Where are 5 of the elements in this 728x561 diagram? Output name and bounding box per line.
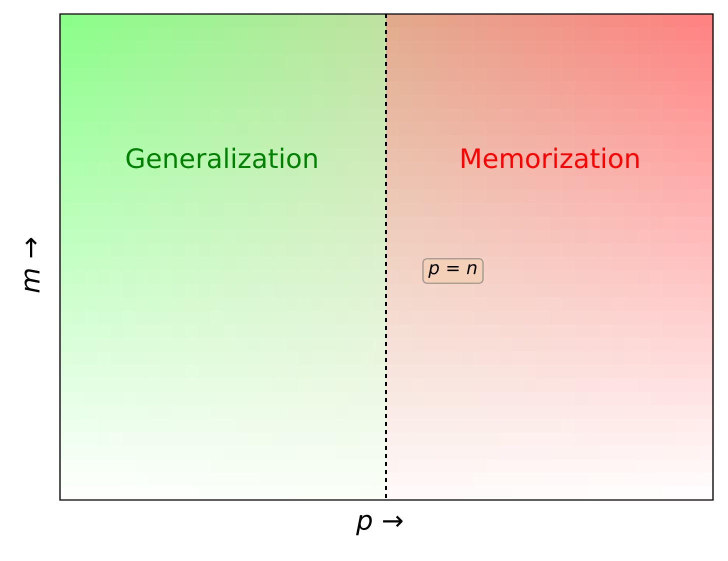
axis-label: p →: [356, 514, 403, 536]
axis-label: m →: [24, 238, 40, 292]
region-label: Generalization: [126, 148, 317, 168]
annotation-box: p = n: [422, 258, 484, 284]
region-label: Memorization: [462, 148, 638, 168]
